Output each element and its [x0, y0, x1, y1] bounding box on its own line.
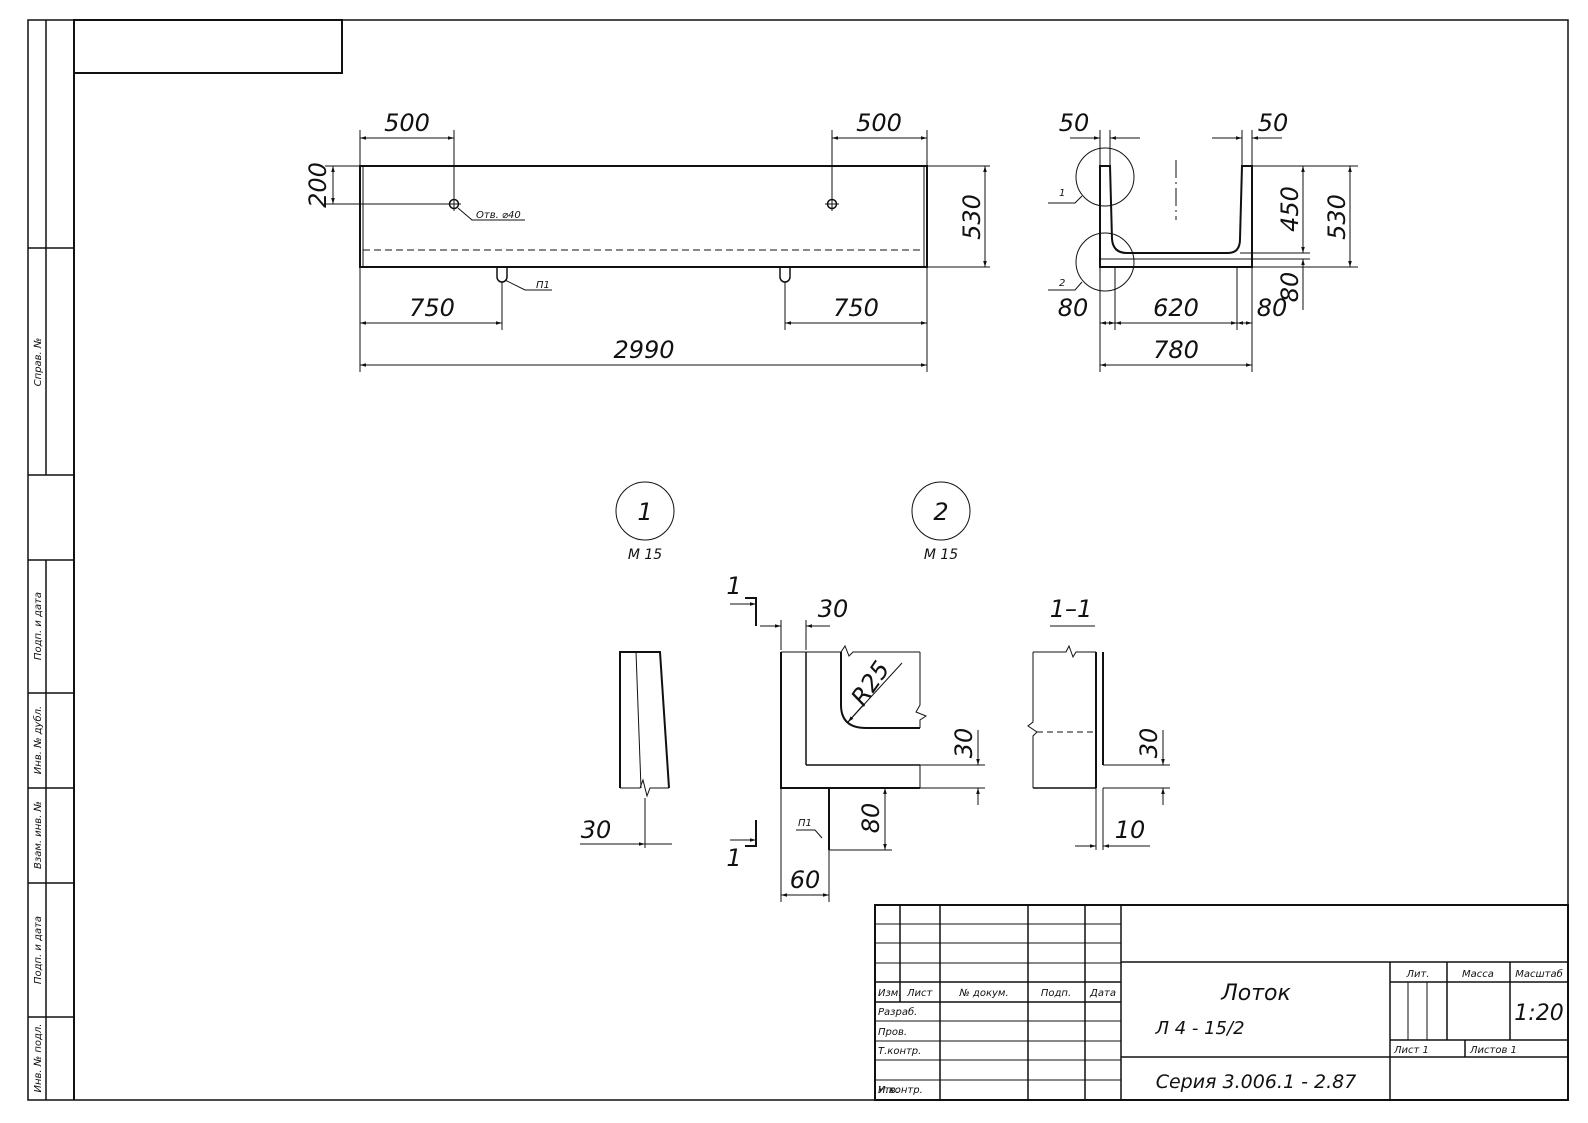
stamp-sprav-label: Справ. №: [33, 338, 44, 387]
tb-col-doc: № докум.: [958, 988, 1008, 999]
tray-outline: [359, 165, 928, 268]
tb-massa: Масса: [1462, 969, 1494, 980]
dim-section-80-right: 80: [1276, 272, 1304, 303]
tb-prov: Пров.: [878, 1027, 907, 1038]
tb-name: Лоток: [1220, 981, 1291, 1006]
dim-section-50-left: 50: [1059, 109, 1090, 137]
detail-2-number: 2: [933, 498, 948, 526]
tb-masshtab: Масштаб: [1515, 968, 1563, 980]
detail-2-circle: [911, 481, 971, 541]
tb-series: Серия 3.006.1 - 2.87: [1156, 1071, 1357, 1093]
dim-section-530: 530: [1323, 194, 1351, 240]
drawing-frame: [27, 19, 1569, 1101]
section-view: 1 2: [1048, 109, 1358, 372]
dim-front-530: 530: [958, 194, 986, 240]
tb-sheet: Лист 1: [1393, 1045, 1429, 1056]
dim-detail2-60: 60: [790, 866, 821, 894]
dim-detail2-80: 80: [857, 803, 885, 834]
detail-1: 1 М 15 30: [580, 481, 675, 848]
dim-section-80-left: 80: [1058, 294, 1089, 322]
dim-section11-30: 30: [1135, 728, 1163, 759]
side-stamp-labels: Справ. № Подп. и дата Инв. № дубл. Взам.…: [32, 338, 44, 1093]
loop-label: П1: [536, 280, 550, 291]
dim-front-2990: 2990: [613, 336, 674, 364]
section-1-1-title: 1–1: [1050, 595, 1093, 623]
hole-label: Отв. ⌀40: [476, 210, 521, 221]
side-stamp-column: [28, 20, 74, 1100]
tb-sheets: Листов 1: [1469, 1045, 1517, 1056]
cut-1-bottom: 1: [726, 844, 741, 872]
lifting-loop-left: [496, 267, 508, 283]
dim-detail2-30-top: 30: [818, 595, 849, 623]
callout-circle-1: [1075, 147, 1135, 207]
dim-front-750-right: 750: [833, 294, 879, 322]
dim-section11-10: 10: [1115, 816, 1146, 844]
dim-section-780: 780: [1153, 336, 1199, 364]
tb-col-izm: Изм.: [878, 988, 902, 999]
dim-front-500-right: 500: [856, 109, 902, 137]
tb-tkontr: Т.контр.: [878, 1046, 921, 1057]
dim-front-500-left: 500: [384, 109, 430, 137]
cut-1-top: 1: [726, 572, 741, 600]
stamp-podp2-label: Подп. и дата: [33, 916, 44, 984]
tb-utv-label: Утв.: [878, 1085, 899, 1096]
tb-col-list: Лист: [906, 988, 934, 999]
stamp-podp1-label: Подп. и дата: [33, 592, 44, 660]
detail-1-number: 1: [637, 498, 652, 526]
detail-2-loop-label: П1: [798, 818, 812, 829]
front-view: Отв. ⌀40 П1 500 500: [304, 109, 990, 372]
dim-section-450: 450: [1276, 186, 1304, 232]
lifting-loop-right: [779, 267, 791, 283]
callout-2-label: 2: [1059, 278, 1065, 289]
tb-col-date: Дата: [1089, 988, 1116, 999]
dim-detail2-r25: R25: [845, 656, 895, 711]
dim-detail2-30-right: 30: [950, 728, 978, 759]
stamp-inv-dubl-label: Инв. № дубл.: [32, 706, 44, 774]
tb-designation: Л 4 - 15/2: [1154, 1018, 1244, 1039]
dim-front-200: 200: [304, 162, 332, 208]
dim-section-50-right: 50: [1258, 109, 1289, 137]
dim-section-620: 620: [1153, 294, 1199, 322]
stamp-inv-podl-label: Инв. № подл.: [33, 1024, 44, 1093]
dim-detail1-30: 30: [581, 816, 612, 844]
detail-2: 2 М 15 1 1 30 R25 30: [726, 481, 985, 902]
u-profile-outer: [1099, 165, 1253, 268]
detail-1-circle: [615, 481, 675, 541]
tb-nkontr: Н.контр.: [878, 1085, 923, 1096]
tb-razrab: Разраб.: [878, 1006, 917, 1018]
dim-section-80-bottom-right: 80: [1257, 294, 1288, 322]
detail-2-scale: М 15: [924, 547, 958, 563]
callout-circle-2: [1075, 232, 1135, 292]
tb-col-podp: Подп.: [1041, 988, 1071, 999]
stamp-vzam-label: Взам. инв. №: [33, 801, 44, 869]
dim-front-750-left: 750: [409, 294, 455, 322]
title-block: Изм. Лист № докум. Подп. Дата Разраб. Пр…: [874, 904, 1569, 1101]
detail-1-wall: [619, 651, 670, 789]
section-1-1: 1–1 30 10: [1027, 595, 1170, 850]
tb-scale-value: 1:20: [1514, 1001, 1563, 1026]
callout-1-label: 1: [1059, 188, 1065, 199]
detail-1-scale: М 15: [628, 547, 662, 563]
tb-lit: Лит.: [1405, 969, 1429, 980]
